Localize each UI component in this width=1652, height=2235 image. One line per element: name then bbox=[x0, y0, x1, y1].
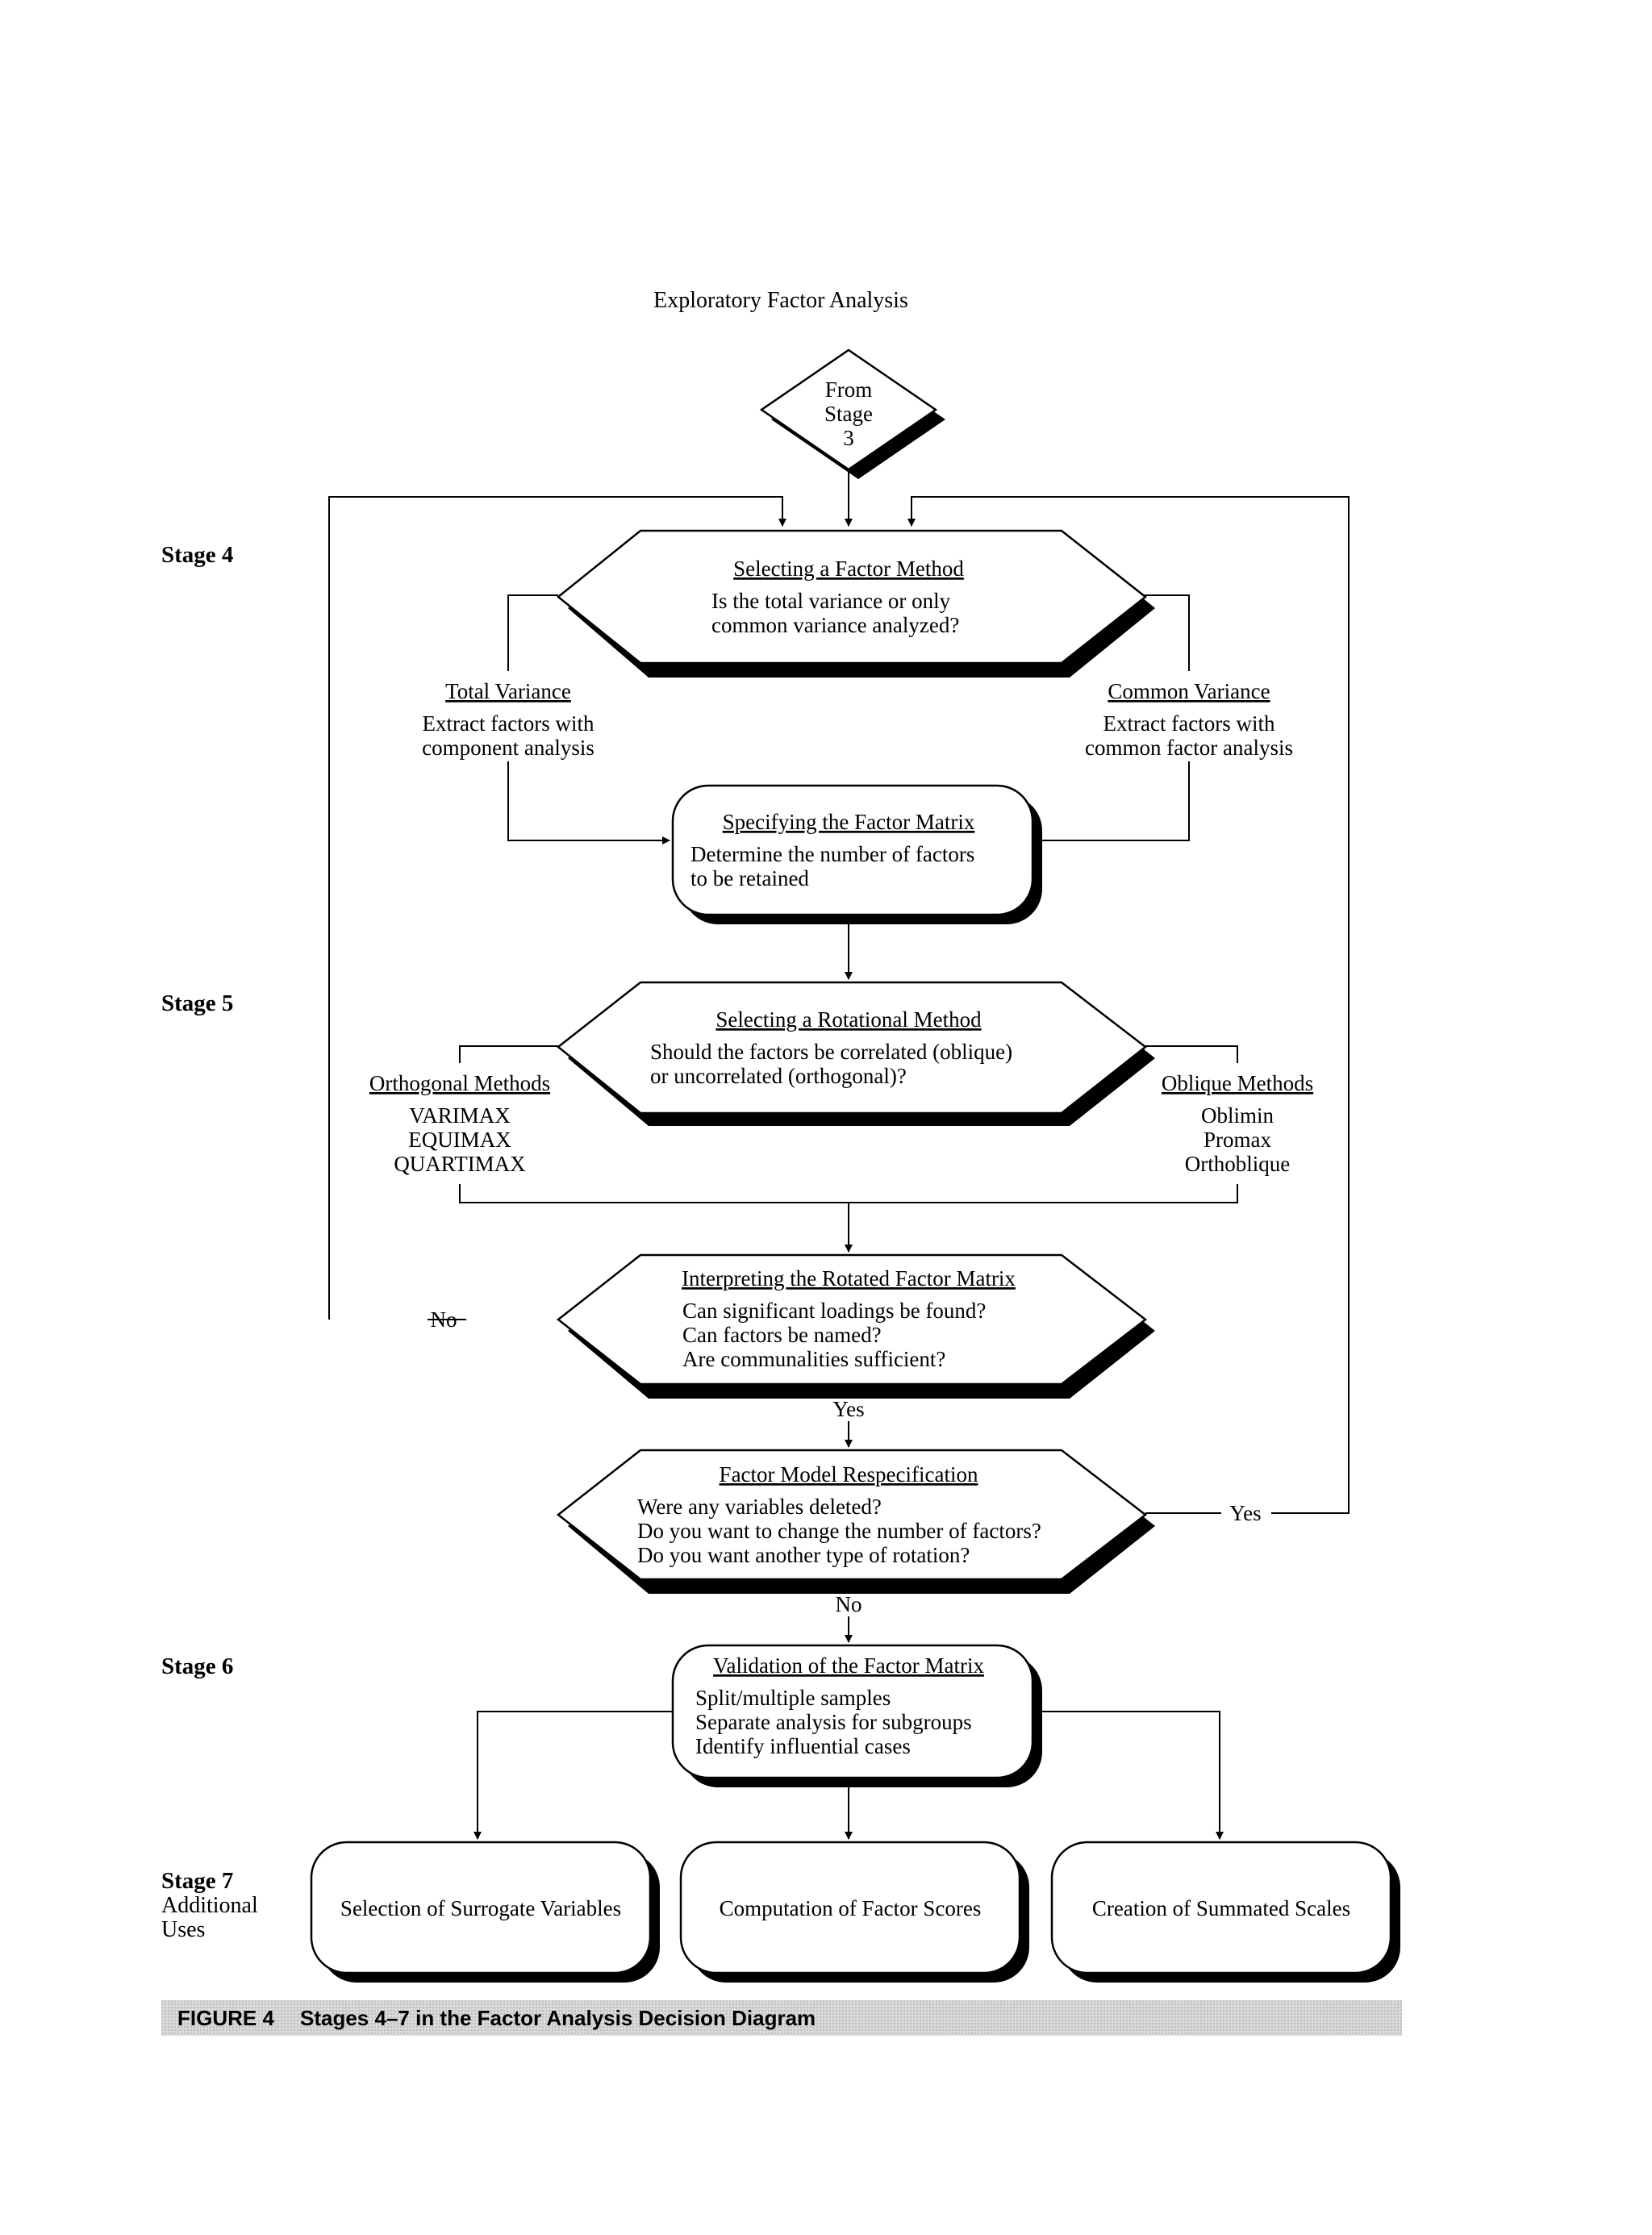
selecting-factor-method-node: Selecting a Factor Method Is the total v… bbox=[557, 529, 1155, 678]
orthogonal-method-quartimax: QUARTIMAX bbox=[394, 1152, 526, 1176]
total-variance-heading: Total Variance bbox=[445, 679, 571, 703]
selecting-rotational-method-heading: Selecting a Rotational Method bbox=[715, 1007, 982, 1032]
figure-caption-label: FIGURE 4 bbox=[177, 2006, 274, 2030]
validation-factor-matrix-node: Validation of the Factor Matrix Split/mu… bbox=[671, 1644, 1042, 1787]
total-variance-line-1: Extract factors with bbox=[423, 711, 594, 736]
specifying-factor-matrix-heading: Specifying the Factor Matrix bbox=[723, 810, 975, 834]
validation-factor-matrix-line-3: Identify influential cases bbox=[695, 1734, 911, 1758]
specifying-factor-matrix-line-1: Determine the number of factors bbox=[690, 842, 974, 866]
orthogonal-method-equimax: EQUIMAX bbox=[408, 1128, 511, 1152]
validation-factor-matrix-line-1: Split/multiple samples bbox=[695, 1686, 891, 1710]
orthogonal-method-varimax: VARIMAX bbox=[409, 1103, 511, 1128]
common-variance-group: Common Variance Extract factors with com… bbox=[1085, 679, 1293, 760]
edge-label-no-interpret: No bbox=[431, 1307, 457, 1332]
summated-scales-node: Creation of Summated Scales bbox=[1050, 1841, 1400, 1983]
selecting-rotational-method-line-2: or uncorrelated (orthogonal)? bbox=[650, 1064, 907, 1088]
figure-caption-text: Stages 4–7 in the Factor Analysis Decisi… bbox=[300, 2006, 816, 2030]
surrogate-variables-node: Selection of Surrogate Variables bbox=[310, 1841, 660, 1983]
stage-7-sub-uses: Uses bbox=[161, 1917, 205, 1942]
factor-scores-node: Computation of Factor Scores bbox=[679, 1841, 1029, 1983]
interpreting-rotated-matrix-heading: Interpreting the Rotated Factor Matrix bbox=[682, 1266, 1016, 1291]
validation-factor-matrix-heading: Validation of the Factor Matrix bbox=[713, 1653, 984, 1678]
edge-label-yes-interpret: Yes bbox=[832, 1397, 864, 1421]
orthogonal-methods-heading: Orthogonal Methods bbox=[369, 1071, 550, 1095]
selecting-factor-method-line-2: common variance analyzed? bbox=[711, 613, 959, 637]
specifying-factor-matrix-node: Specifying the Factor Matrix Determine t… bbox=[671, 784, 1042, 924]
stage-4-label: Stage 4 bbox=[161, 542, 233, 568]
orthogonal-methods-group: Orthogonal Methods VARIMAX EQUIMAX QUART… bbox=[369, 1071, 550, 1176]
selecting-rotational-method-node: Selecting a Rotational Method Should the… bbox=[556, 981, 1155, 1126]
stage-5-label: Stage 5 bbox=[161, 990, 233, 1016]
interpreting-rotated-matrix-line-1: Can significant loadings be found? bbox=[682, 1299, 986, 1323]
common-variance-line-1: Extract factors with bbox=[1103, 711, 1275, 736]
surrogate-variables-label: Selection of Surrogate Variables bbox=[340, 1896, 621, 1920]
oblique-method-orthoblique: Orthoblique bbox=[1185, 1152, 1290, 1176]
validation-factor-matrix-line-2: Separate analysis for subgroups bbox=[695, 1710, 972, 1734]
start-line-1: From bbox=[825, 377, 873, 402]
figure-caption: FIGURE 4 Stages 4–7 in the Factor Analys… bbox=[161, 2000, 1402, 2036]
start-line-3: 3 bbox=[843, 426, 854, 450]
selecting-factor-method-heading: Selecting a Factor Method bbox=[733, 557, 964, 581]
selecting-factor-method-line-1: Is the total variance or only bbox=[711, 589, 951, 613]
factor-scores-label: Computation of Factor Scores bbox=[720, 1896, 982, 1920]
stage-7-label: Stage 7 bbox=[161, 1868, 233, 1894]
total-variance-line-2: component analysis bbox=[422, 736, 594, 760]
factor-model-respecification-line-2: Do you want to change the number of fact… bbox=[637, 1519, 1041, 1543]
factor-model-respecification-line-1: Were any variables deleted? bbox=[637, 1495, 882, 1519]
connectors bbox=[328, 466, 1350, 1840]
summated-scales-label: Creation of Summated Scales bbox=[1092, 1896, 1350, 1920]
common-variance-heading: Common Variance bbox=[1108, 679, 1270, 703]
oblique-method-oblimin: Oblimin bbox=[1201, 1103, 1274, 1128]
edge-label-no-respec: No bbox=[836, 1592, 862, 1616]
stage-7-sub-additional: Additional bbox=[161, 1893, 258, 1918]
common-variance-line-2: common factor analysis bbox=[1085, 736, 1293, 760]
factor-model-respecification-line-3: Do you want another type of rotation? bbox=[637, 1543, 970, 1567]
interpreting-rotated-matrix-node: Interpreting the Rotated Factor Matrix C… bbox=[556, 1253, 1155, 1399]
oblique-methods-heading: Oblique Methods bbox=[1162, 1071, 1313, 1095]
total-variance-group: Total Variance Extract factors with comp… bbox=[422, 679, 594, 760]
factor-model-respecification-heading: Factor Model Respecification bbox=[720, 1462, 978, 1487]
oblique-methods-group: Oblique Methods Oblimin Promax Orthobliq… bbox=[1162, 1071, 1313, 1176]
diagram-title: Exploratory Factor Analysis bbox=[653, 288, 908, 313]
start-line-2: Stage bbox=[824, 402, 873, 426]
start-diamond: From Stage 3 bbox=[759, 348, 945, 479]
specifying-factor-matrix-line-2: to be retained bbox=[690, 866, 809, 890]
factor-model-respecification-node: Factor Model Respecification Were any va… bbox=[556, 1449, 1155, 1594]
oblique-method-promax: Promax bbox=[1204, 1128, 1271, 1152]
stage-6-label: Stage 6 bbox=[161, 1653, 233, 1679]
edge-label-yes-respec: Yes bbox=[1229, 1501, 1261, 1525]
selecting-rotational-method-line-1: Should the factors be correlated (obliqu… bbox=[650, 1040, 1012, 1064]
interpreting-rotated-matrix-line-3: Are communalities sufficient? bbox=[682, 1347, 945, 1371]
interpreting-rotated-matrix-line-2: Can factors be named? bbox=[682, 1323, 882, 1347]
